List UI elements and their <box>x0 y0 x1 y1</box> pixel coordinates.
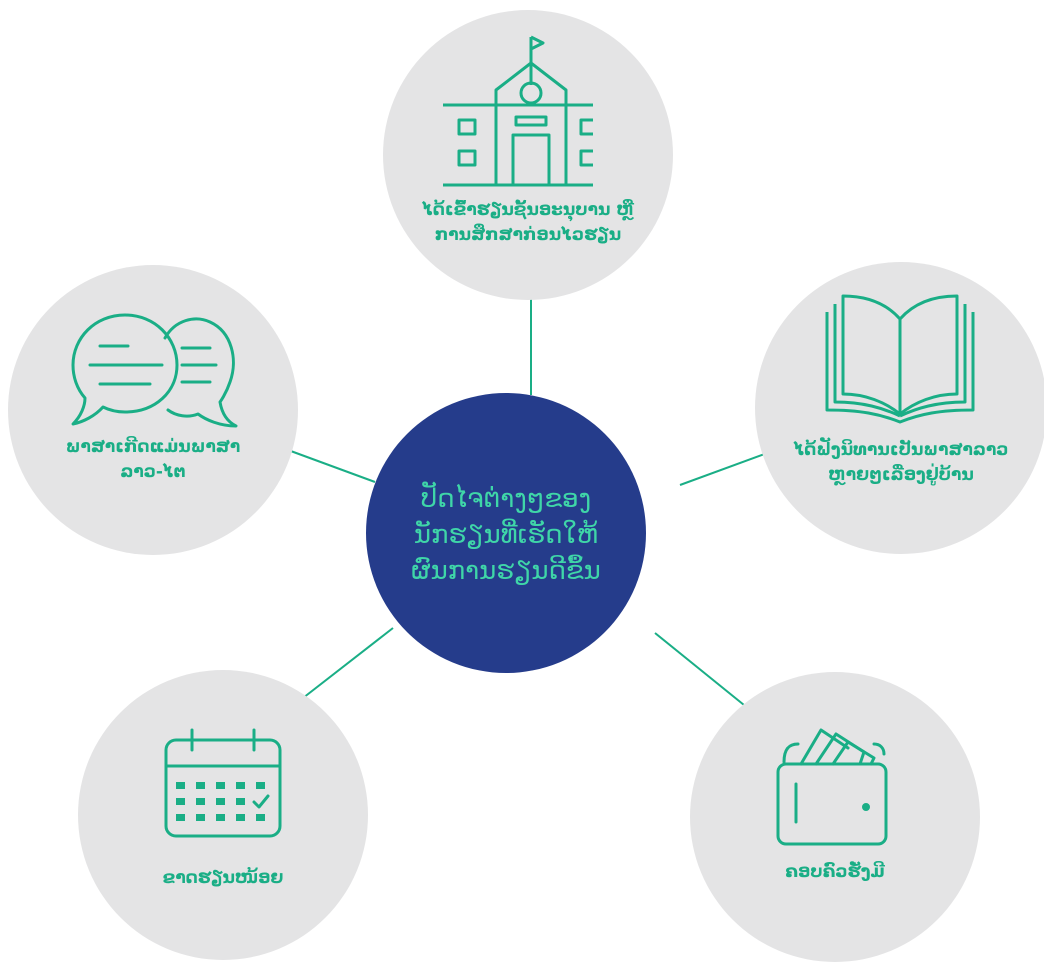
node-wealth: ຄອບຄົວຮັ່ງມີ <box>690 672 980 962</box>
wealth-label: ຄອບຄົວຮັ່ງມີ <box>690 860 980 885</box>
preschool-label: ໄດ້ເຂົ້າຮຽນຊັ້ນອະນຸບານ ຫຼື ການສຶກສາກ່ອນໄ… <box>383 198 673 248</box>
connector-reading <box>679 451 771 486</box>
node-absence: ຂາດຮຽນໜ້ອຍ <box>78 670 368 960</box>
center-label-line-2: ນັກຮຽນທີ່ເຮັດໃຫ້ <box>413 520 599 550</box>
speech-bubbles-icon <box>71 313 238 428</box>
center-label: ປັດໄຈຕ່າງໆຂອງ ນັກຮຽນທີ່ເຮັດໃຫ້ ຜົນການຮຽນ… <box>386 481 626 589</box>
node-reading: ໄດ້ຟັງນິທານເປັນພາສາລາວ ຫຼາຍໆເລື່ອງຢູ່ບ້າ… <box>755 262 1044 554</box>
connector-absence <box>302 627 394 699</box>
node-preschool: ໄດ້ເຂົ້າຮຽນຊັ້ນອະນຸບານ ຫຼື ການສຶກສາກ່ອນໄ… <box>383 10 673 300</box>
center-label-line-1: ປັດໄຈຕ່າງໆຂອງ <box>420 484 592 514</box>
wallet-icon <box>776 728 888 846</box>
absence-label-line-1: ຂາດຮຽນໜ້ອຍ <box>162 868 284 888</box>
preschool-label-line-2: ການສຶກສາກ່ອນໄວຮຽນ <box>434 225 622 245</box>
calendar-icon <box>164 728 282 838</box>
reading-label: ໄດ້ຟັງນິທານເປັນພາສາລາວ ຫຼາຍໆເລື່ອງຢູ່ບ້າ… <box>755 438 1044 488</box>
wealth-label-line-1: ຄອບຄົວຮັ່ງມີ <box>785 862 885 882</box>
connector-language <box>287 449 376 483</box>
language-label-line-2: ລາວ-ໄຕ <box>120 462 186 482</box>
connector-wealth <box>654 632 745 706</box>
reading-label-line-1: ໄດ້ຟັງນິທານເປັນພາສາລາວ <box>793 440 1009 460</box>
reading-label-line-2: ຫຼາຍໆເລື່ອງຢູ່ບ້ານ <box>828 465 974 485</box>
center-label-line-3: ຜົນການຮຽນດີຂຶ້ນ <box>411 556 601 586</box>
language-label-line-1: ພາສາເກີດແມ່ນພາສາ <box>65 437 241 457</box>
center-node: ປັດໄຈຕ່າງໆຂອງ ນັກຮຽນທີ່ເຮັດໃຫ້ ຜົນການຮຽນ… <box>366 393 646 673</box>
node-language: ພາສາເກີດແມ່ນພາສາ ລາວ-ໄຕ <box>8 265 298 555</box>
preschool-label-line-1: ໄດ້ເຂົ້າຮຽນຊັ້ນອະນຸບານ ຫຼື <box>422 200 634 220</box>
school-building-icon <box>443 35 593 187</box>
absence-label: ຂາດຮຽນໜ້ອຍ <box>78 866 368 891</box>
open-book-icon <box>825 294 975 424</box>
language-label: ພາສາເກີດແມ່ນພາສາ ລາວ-ໄຕ <box>8 435 298 485</box>
